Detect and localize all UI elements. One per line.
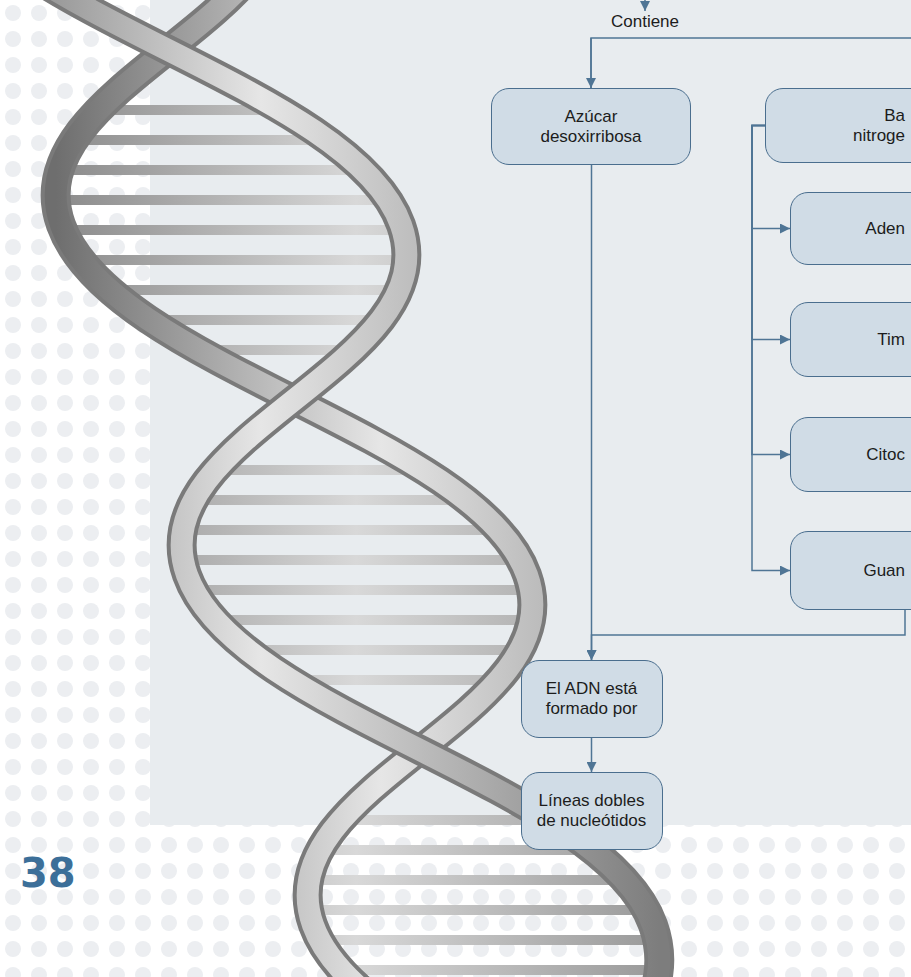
flow-arrow — [591, 738, 593, 772]
box-text: Líneas dobles de nucleótidos — [533, 791, 651, 831]
incoming-arrow — [644, 0, 646, 11]
dna-helix — [0, 0, 779, 977]
flow-arrow — [752, 126, 790, 571]
page-number: 38 — [20, 850, 76, 896]
flow-arrow — [752, 126, 790, 455]
box-text: El ADN está formado por — [533, 679, 651, 719]
base-box: Guan — [790, 531, 911, 610]
box-text: Tim — [825, 330, 905, 350]
concept-box: Azúcar desoxirribosa — [491, 88, 691, 165]
split-line — [591, 38, 911, 88]
flow-arrow — [591, 165, 593, 660]
helix-strand-shine — [56, 0, 779, 977]
base-box: Citoc — [790, 417, 911, 492]
box-text: Citoc — [825, 445, 905, 465]
helix-strand — [56, 0, 779, 977]
split-arrow — [590, 38, 592, 88]
concept-box: El ADN está formado por — [521, 660, 663, 738]
flow-arrow — [592, 610, 906, 660]
box-text: Guan — [825, 561, 905, 581]
box-text: Aden — [825, 219, 905, 239]
base-box: Aden — [790, 192, 911, 265]
concept-box: Líneas dobles de nucleótidos — [521, 772, 663, 850]
contains-split — [591, 0, 911, 88]
base-box: Ba nitroge — [765, 88, 911, 163]
box-text: Ba nitroge — [841, 106, 905, 146]
connector-word: Contiene — [611, 12, 679, 32]
box-text: Azúcar desoxirribosa — [521, 107, 661, 147]
base-box: Tim — [790, 302, 911, 377]
